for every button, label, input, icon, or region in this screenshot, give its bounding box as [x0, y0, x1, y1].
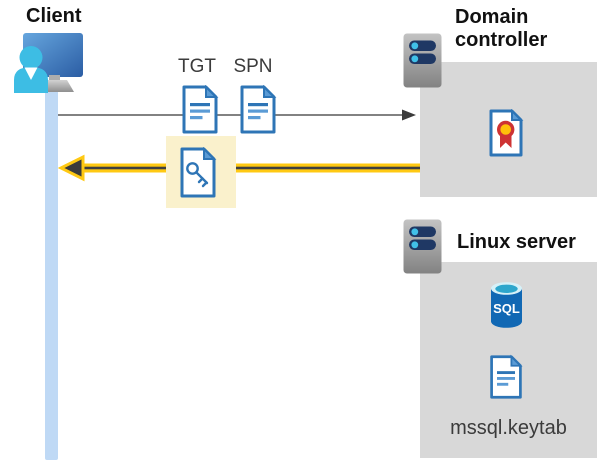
- request-arrowhead-icon: [402, 109, 416, 121]
- spn-label: SPN: [233, 56, 273, 77]
- response-arrowhead-icon: [58, 154, 85, 182]
- key-icon: [186, 162, 209, 188]
- response-arrow: [58, 154, 422, 182]
- linux-server-label: Linux server: [457, 231, 576, 253]
- domain-controller-label: Domain controller: [455, 6, 548, 51]
- domain-controller-server-icon: [403, 33, 442, 88]
- certificate-icon: [489, 109, 524, 157]
- keytab-filename-label: mssql.keytab: [450, 417, 567, 439]
- sql-db-text: SQL: [493, 301, 520, 316]
- linux-server-icon: [403, 219, 442, 274]
- person-icon: [14, 46, 48, 93]
- client-label: Client: [26, 5, 82, 27]
- tgt-document-icon: [182, 85, 219, 134]
- request-arrow: [58, 109, 416, 121]
- spn-document-icon: [240, 85, 277, 134]
- tgt-label: TGT: [178, 56, 216, 77]
- client-lifeline: [45, 90, 58, 460]
- keytab-document-icon: [490, 354, 523, 399]
- key-ticket-document-icon: [180, 147, 217, 198]
- sql-database-icon: SQL: [491, 282, 522, 328]
- client-workstation-icon: [14, 33, 83, 93]
